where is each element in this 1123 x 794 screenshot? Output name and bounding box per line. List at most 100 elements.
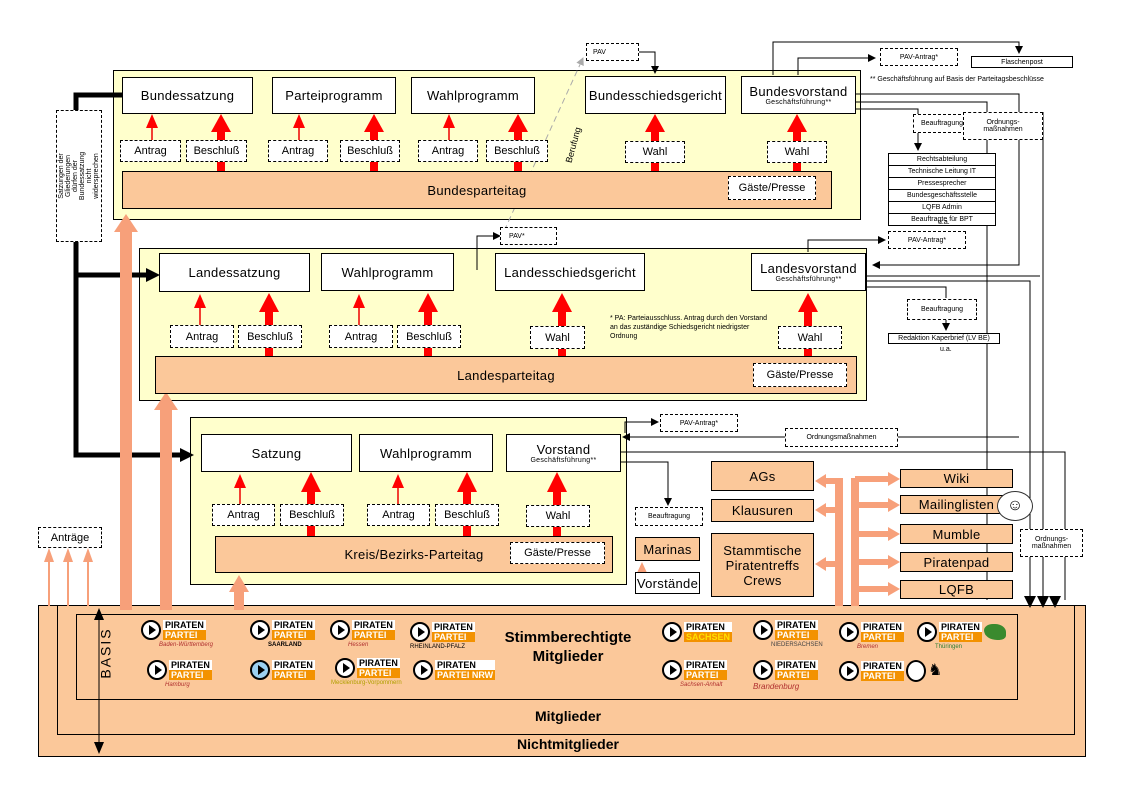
kreis-antrag-2: Antrag (367, 504, 430, 526)
bund-ua: u.a. (938, 219, 950, 226)
klausuren-box: Klausuren (711, 499, 814, 522)
bund-beschluss-3: Beschluß (486, 140, 548, 162)
kreis-wahlprogramm-box: Wahlprogramm (359, 434, 493, 472)
land-beschluss-1: Beschluß (238, 325, 302, 348)
department-item: Bundesgeschäftsstelle (889, 190, 995, 202)
satzung-box: Satzung (201, 434, 352, 472)
pirate-flag-icon (330, 620, 350, 640)
kreis-antrag-1: Antrag (212, 504, 275, 526)
nichtmitglieder-label: Nichtmitglieder (517, 736, 619, 752)
kreis-beschluss-2: Beschluß (435, 504, 499, 526)
footnote-geschaeftsfuehrung: ** Geschäftsführung auf Basis der Partei… (870, 76, 1044, 83)
kreis-beauftragung: Beauftragung (635, 507, 703, 526)
mitglieder-area (57, 605, 1075, 735)
bund-beschluss-1: Beschluß (186, 140, 247, 162)
pirate-flag-icon (250, 620, 270, 640)
coat-of-arms-icon (905, 660, 926, 682)
trollface-icon: ☺ (997, 491, 1033, 521)
pa-note: * PA: Parteiausschluss. Antrag durch den… (610, 315, 768, 340)
pirate-flag-icon (250, 660, 270, 680)
stammtische-box: Stammtische Piratentreffs Crews (711, 533, 814, 597)
landesparteitag: Landesparteitag (155, 356, 857, 394)
bund-departments-list: Rechtsabteilung Technische Leitung IT Pr… (888, 153, 996, 226)
basis-ordnungsmassnahmen: Ordnungs- maßnahmen (1020, 529, 1083, 557)
land-pav-antrag: PAV-Antrag* (888, 231, 966, 249)
department-item: Rechtsabteilung (889, 154, 995, 166)
land-antrag-1: Antrag (170, 325, 234, 348)
redaktion-kaperbrief: Redaktion Kaperbrief (LV BE) (888, 333, 1000, 344)
kreis-beschluss-1: Beschluß (280, 504, 344, 526)
mitglieder-label: Mitglieder (534, 708, 602, 724)
bund-antrag-2: Antrag (268, 140, 328, 162)
kreis-wahl: Wahl (526, 505, 590, 527)
stimmberechtigte-area (76, 614, 1018, 700)
pirate-flag-icon (662, 660, 682, 680)
landessatzung-box: Landessatzung (159, 253, 310, 292)
land-gaeste-presse: Gäste/Presse (753, 363, 847, 387)
bund-beauftragung: Beauftragung (913, 114, 971, 133)
land-ua: u.a. (940, 346, 952, 353)
ags-box: AGs (711, 461, 814, 491)
bundessatzung-box: Bundessatzung (122, 77, 253, 114)
stimmberechtigte-label: Stimmberechtigte Mitglieder (504, 629, 632, 665)
marinas-box: Marinas (635, 537, 700, 561)
land-antrag-2: Antrag (329, 325, 393, 348)
bund-ordnungsmassnahmen: Ordnungs- maßnahmen (963, 112, 1043, 140)
tool-wiki: Wiki (900, 469, 1013, 488)
tool-mumble: Mumble (900, 524, 1013, 544)
vorstaende-box: Vorstände (635, 572, 700, 594)
bundesparteitag: Bundesparteitag (122, 171, 832, 209)
department-item: Beauftragte für BPT (911, 216, 973, 223)
landesschiedsgericht-box: Landesschiedsgericht (495, 253, 645, 291)
pirate-flag-icon (413, 660, 433, 680)
tool-piratenpad: Piratenpad (900, 552, 1013, 572)
antraege-box: Anträge (38, 527, 102, 548)
kreis-gaeste-presse: Gäste/Presse (510, 542, 605, 564)
parteiprogramm-box: Parteiprogramm (272, 77, 396, 114)
department-item: LQFB Admin (889, 202, 995, 214)
bund-pav-antrag: PAV-Antrag* (880, 48, 958, 66)
tool-lqfb: LQFB (900, 580, 1013, 599)
pirate-flag-icon (839, 622, 859, 642)
wahlprogramm-box: Wahlprogramm (411, 77, 535, 114)
pirate-flag-icon (141, 620, 161, 640)
bund-wahl-1: Wahl (625, 141, 685, 163)
satzung-note: Satzungen der Gliederungen dürfen der Bu… (56, 110, 102, 242)
pirate-flag-icon (335, 658, 355, 678)
bundesschiedsgericht-box: Bundesschiedsgericht (585, 76, 726, 114)
department-item: Pressesprecher (889, 178, 995, 190)
pirate-flag-icon (753, 660, 773, 680)
kreis-ordnungsmassnahmen: Ordnungsmaßnahmen (785, 428, 898, 447)
kreis-pav-antrag: PAV-Antrag* (660, 414, 738, 432)
basis-label: BASIS (97, 627, 114, 679)
berlin-bear-icon: ♞ (928, 662, 943, 679)
tool-mailinglisten: Mailinglisten (900, 495, 1013, 514)
bund-wahl-2: Wahl (767, 141, 827, 163)
pirate-flag-icon (147, 660, 167, 680)
land-wahl-2: Wahl (778, 326, 842, 349)
thueringen-map-icon (983, 624, 1006, 640)
bund-gaeste-presse: Gäste/Presse (728, 176, 816, 200)
land-pav: PAV* (500, 227, 557, 245)
pirate-flag-icon (662, 622, 682, 642)
land-beschluss-2: Beschluß (397, 325, 461, 348)
pirate-flag-icon (839, 661, 859, 681)
land-wahlprogramm-box: Wahlprogramm (321, 253, 454, 291)
pirate-flag-icon (410, 622, 430, 642)
land-beauftragung: Beauftragung (907, 299, 977, 320)
